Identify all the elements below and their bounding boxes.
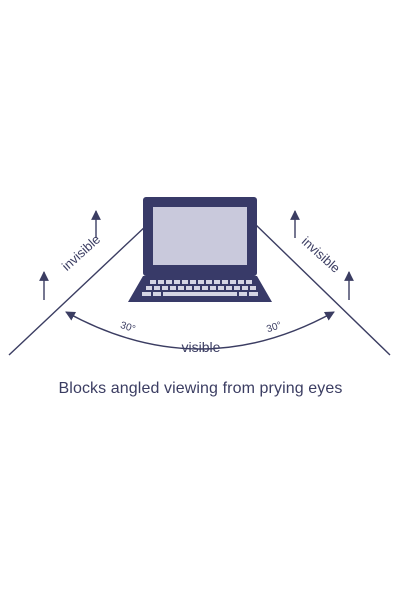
laptop-icon [128, 197, 272, 302]
left-invisible-label: invisible [59, 232, 103, 274]
right-angle-label: 30° [265, 320, 283, 335]
visible-label: visible [182, 339, 221, 355]
left-boundary-line [8, 223, 149, 356]
visible-range-arc [65, 311, 335, 350]
left-angle-label: 30° [119, 320, 137, 335]
right-boundary-line [254, 223, 391, 356]
right-invisible-label: invisible [299, 234, 343, 276]
caption-text: Blocks angled viewing from prying eyes [58, 380, 343, 397]
